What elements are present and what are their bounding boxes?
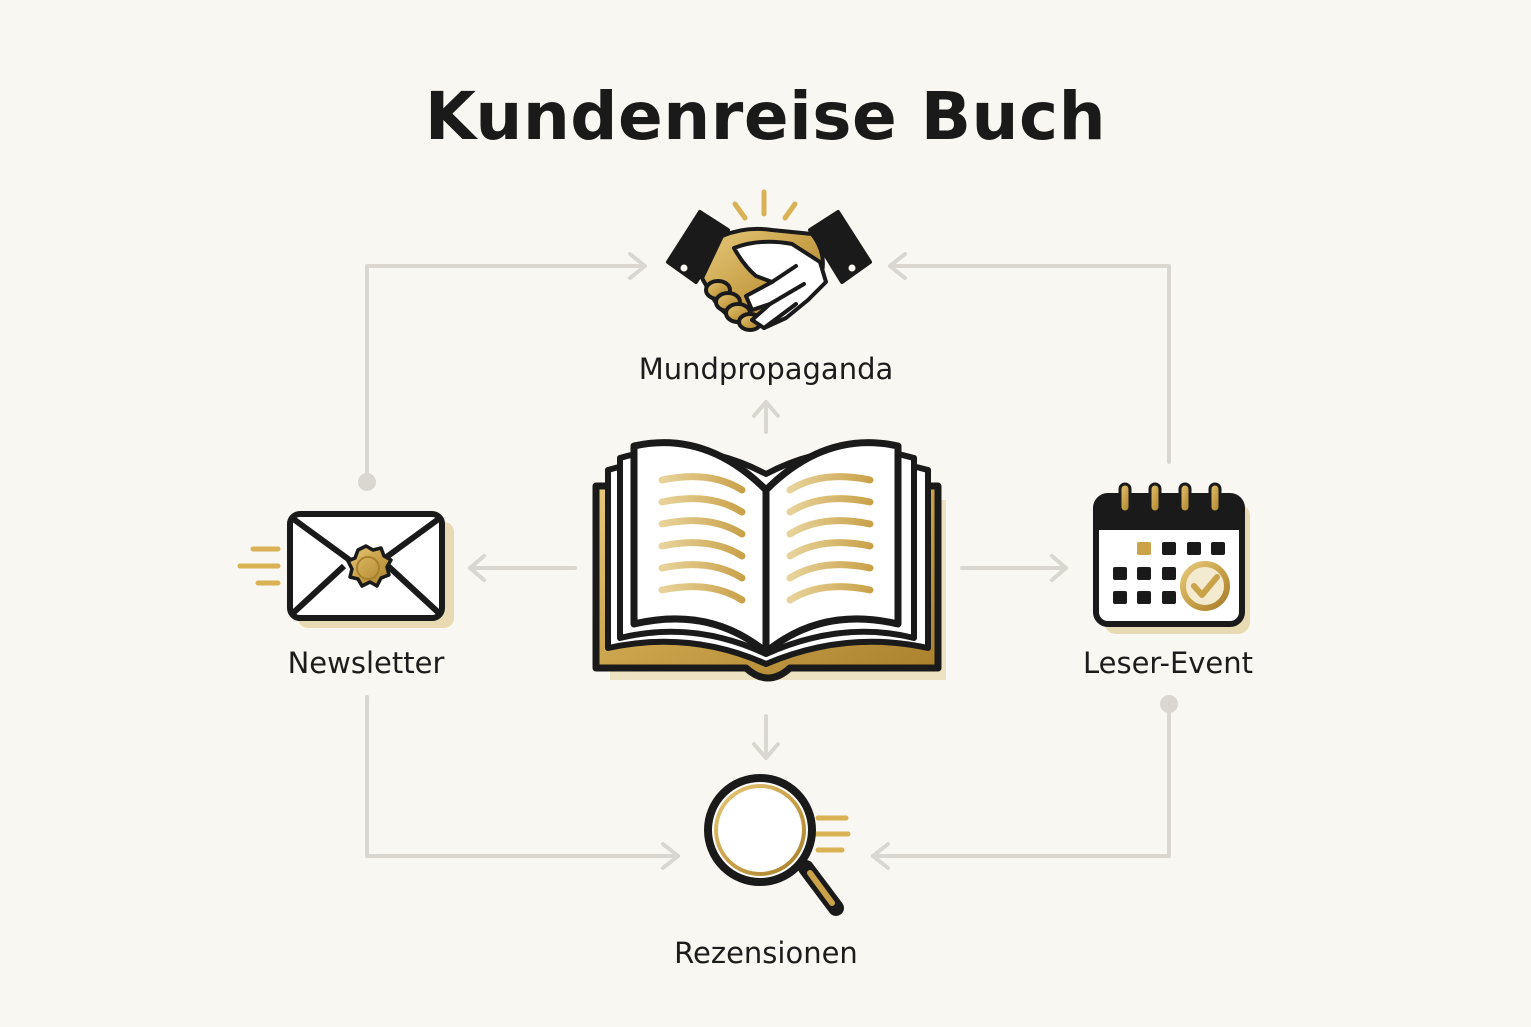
connector-dot-leserevent <box>1160 695 1178 713</box>
connector-leserevent-to-rezensionen <box>871 702 1171 858</box>
magnifier-icon <box>704 774 851 916</box>
arrowhead-book-left <box>468 554 486 582</box>
arrowhead-to-rezensionen-right <box>871 842 890 870</box>
connector-dot-newsletter <box>358 473 376 491</box>
arrowhead-book-right <box>1050 554 1068 582</box>
open-book-icon <box>592 439 946 682</box>
envelope-icon <box>237 511 454 628</box>
arrowhead-to-rezensionen-left <box>661 842 680 870</box>
handshake-icon <box>666 189 872 332</box>
node-label-leser-event: Leser-Event <box>1082 646 1254 680</box>
arrowhead-book-up <box>752 400 780 418</box>
arrowhead-to-mundpropaganda-right <box>888 252 907 280</box>
calendar-icon <box>1093 482 1250 634</box>
connector-leserevent-to-mundpropaganda <box>888 264 1171 464</box>
connector-newsletter-to-mundpropaganda <box>365 264 647 484</box>
node-label-rezensionen: Rezensionen <box>674 936 858 970</box>
arrowhead-to-mundpropaganda-left <box>628 252 647 280</box>
arrowhead-book-down <box>752 742 780 760</box>
node-label-mundpropaganda: Mundpropaganda <box>638 352 894 386</box>
connector-newsletter-to-rezensionen <box>365 695 680 858</box>
page-title: Kundenreise Buch <box>424 78 1107 155</box>
node-label-newsletter: Newsletter <box>287 646 445 680</box>
connectors <box>358 252 1178 870</box>
